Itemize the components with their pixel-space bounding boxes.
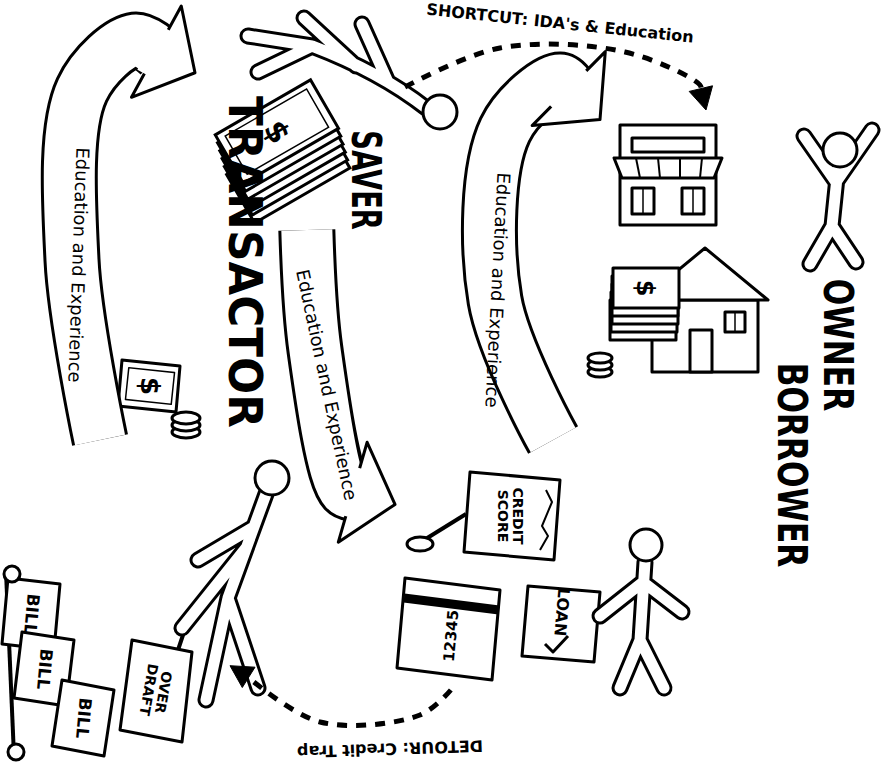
stage-name: OWNER [817, 279, 859, 411]
loan-sign [522, 586, 600, 662]
store-building [642, 188, 644, 214]
bill-cart [52, 680, 114, 756]
borrower-figure [600, 562, 682, 688]
store-building [632, 188, 654, 214]
store-building [614, 158, 722, 178]
saver-figure [423, 95, 457, 129]
path-label: DETOUR: Credit Trap [297, 736, 483, 759]
owner-figure [823, 133, 857, 167]
illustration-label: $ [631, 280, 656, 297]
credit-score-sign [464, 472, 560, 560]
house [725, 312, 745, 332]
loan-sign [545, 636, 568, 652]
stage-name: BORROWER [771, 363, 813, 568]
borrower-figure [600, 562, 682, 688]
store-building [614, 125, 722, 225]
cash-and-coins [125, 368, 174, 405]
credit-score-sign [540, 490, 552, 550]
transactor-figure [182, 461, 289, 700]
store-building [636, 158, 640, 178]
path-label: SHORTCUT: IDA's & Education [426, 2, 695, 47]
credit-score-sign [407, 472, 560, 560]
bill-cart [4, 566, 20, 582]
transactor-figure [182, 494, 266, 700]
credit-card [397, 578, 500, 680]
dotted-arrow [405, 44, 713, 110]
saver-figure [248, 18, 426, 108]
dotted-line [405, 44, 701, 91]
transactor-figure [255, 461, 289, 495]
borrower-figure [600, 529, 682, 688]
illustration-label: $ [135, 377, 162, 395]
arrow-joint [563, 83, 572, 91]
stage-name: TRANSACTOR [221, 96, 269, 428]
illustration-label: BILL [20, 593, 41, 635]
arrow-head [230, 666, 255, 688]
arrow-joint [149, 48, 160, 54]
arrow-head [532, 52, 605, 126]
stage-node: OWNER [600, 110, 884, 410]
owner-money [588, 268, 679, 377]
borrower-figure [630, 529, 662, 561]
house [734, 312, 736, 332]
illustration-label: CREDIT SCORE [495, 481, 524, 551]
store-building [679, 158, 681, 178]
dotted-line [247, 676, 451, 725]
illustration-label: LOAN [551, 587, 572, 637]
cash-and-coins [118, 360, 180, 412]
owner-figure [804, 130, 872, 264]
store-building [658, 158, 660, 178]
bill-cart [8, 744, 24, 760]
house [690, 330, 712, 372]
overdraft-sign [120, 640, 192, 742]
loan-sign [522, 586, 600, 662]
credit-score-sign [407, 537, 433, 551]
cash-and-coins [118, 360, 200, 438]
credit-score-sign [424, 514, 466, 540]
saver-figure [248, 18, 457, 129]
transactor-figure [182, 494, 266, 700]
arrow-head [689, 86, 712, 110]
owner-money [588, 353, 612, 363]
illustration-label: BILL [72, 697, 93, 739]
stage-name: SAVER [345, 130, 387, 229]
store-building [632, 138, 704, 152]
owner-money [613, 268, 679, 308]
stage-node: TRANSACTOR [20, 440, 230, 760]
store-building [700, 158, 702, 178]
owner-figure [804, 130, 872, 264]
credit-card [397, 578, 500, 680]
store-building [692, 188, 694, 214]
cash-and-coins [172, 412, 200, 424]
illustration-label: BILL [33, 648, 54, 690]
store-building [682, 188, 704, 214]
arrow-head [131, 6, 195, 97]
bill-cart [2, 566, 114, 760]
overdraft-sign [120, 626, 192, 742]
owner-figure [804, 130, 872, 264]
saver-figure [248, 18, 426, 108]
stage-node: SAVER [195, 30, 405, 230]
credit-card [404, 598, 499, 610]
dotted-arrow [230, 666, 451, 726]
